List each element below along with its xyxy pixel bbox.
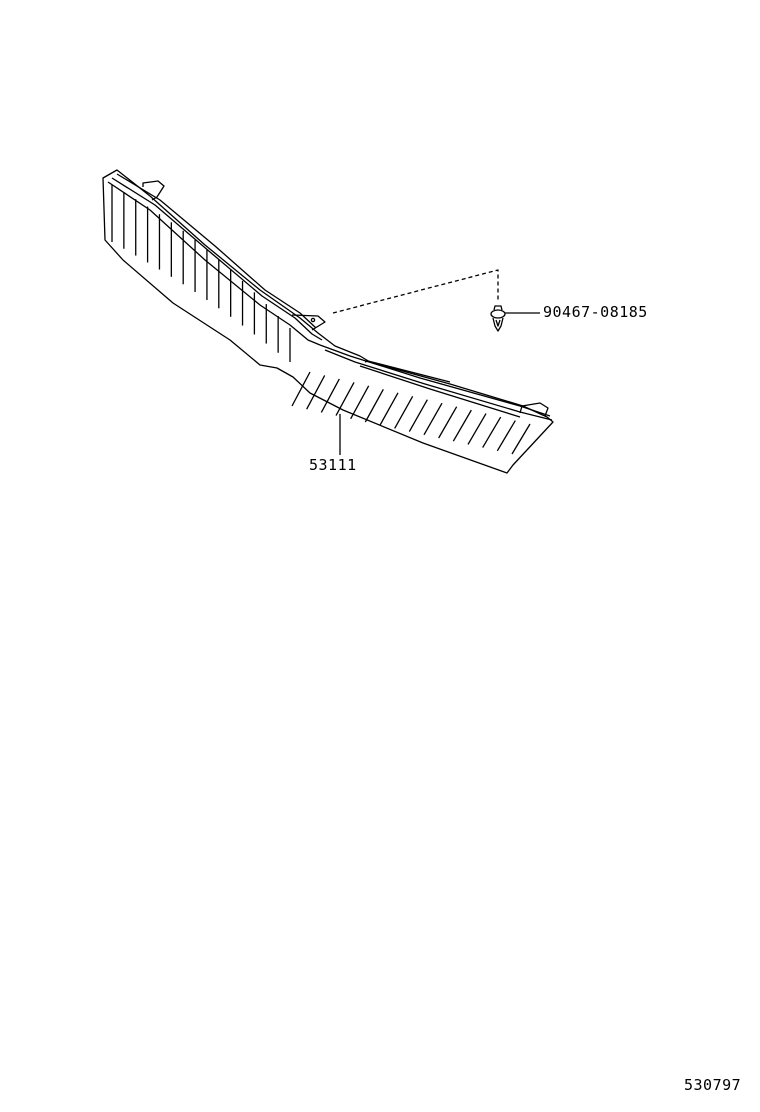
- grille-rib: [394, 395, 414, 429]
- lower-rail-line: [324, 349, 553, 421]
- grille-rib: [467, 413, 487, 445]
- upper-rail: [107, 181, 321, 346]
- upper-rail-line: [116, 173, 317, 329]
- grille-rib: [408, 399, 428, 432]
- grille-rib: [364, 389, 384, 423]
- grille-rib: [320, 378, 340, 413]
- grille-rib: [438, 406, 458, 439]
- illustration-code: 530797: [684, 1076, 742, 1094]
- grille-rib: [482, 416, 502, 448]
- clip-dashed-leader: [332, 269, 499, 314]
- grille-rib: [511, 423, 531, 455]
- lower-rail-line: [359, 365, 521, 418]
- upper-rail-line: [111, 177, 323, 341]
- grille-rib: [291, 371, 311, 407]
- grille-rib: [496, 420, 516, 452]
- grille-rib: [423, 402, 443, 436]
- part-number-grille-panel[interactable]: 53111: [309, 456, 357, 474]
- right-bracket: [519, 402, 549, 417]
- grille-rib: [350, 385, 370, 420]
- grille-rib: [335, 382, 355, 416]
- lower-rail-step: [364, 360, 451, 383]
- grille-ribs: [111, 185, 531, 455]
- grille-rib: [452, 409, 472, 442]
- part-number-clip[interactable]: 90467-08185: [543, 303, 648, 321]
- left-bracket: [142, 180, 165, 201]
- center-bracket: [291, 314, 326, 331]
- lower-rail: [319, 344, 551, 417]
- grille-panel-outline: [102, 169, 554, 474]
- grille-rib: [306, 375, 326, 410]
- clip-icon: [490, 305, 506, 332]
- grille-rib: [379, 392, 399, 426]
